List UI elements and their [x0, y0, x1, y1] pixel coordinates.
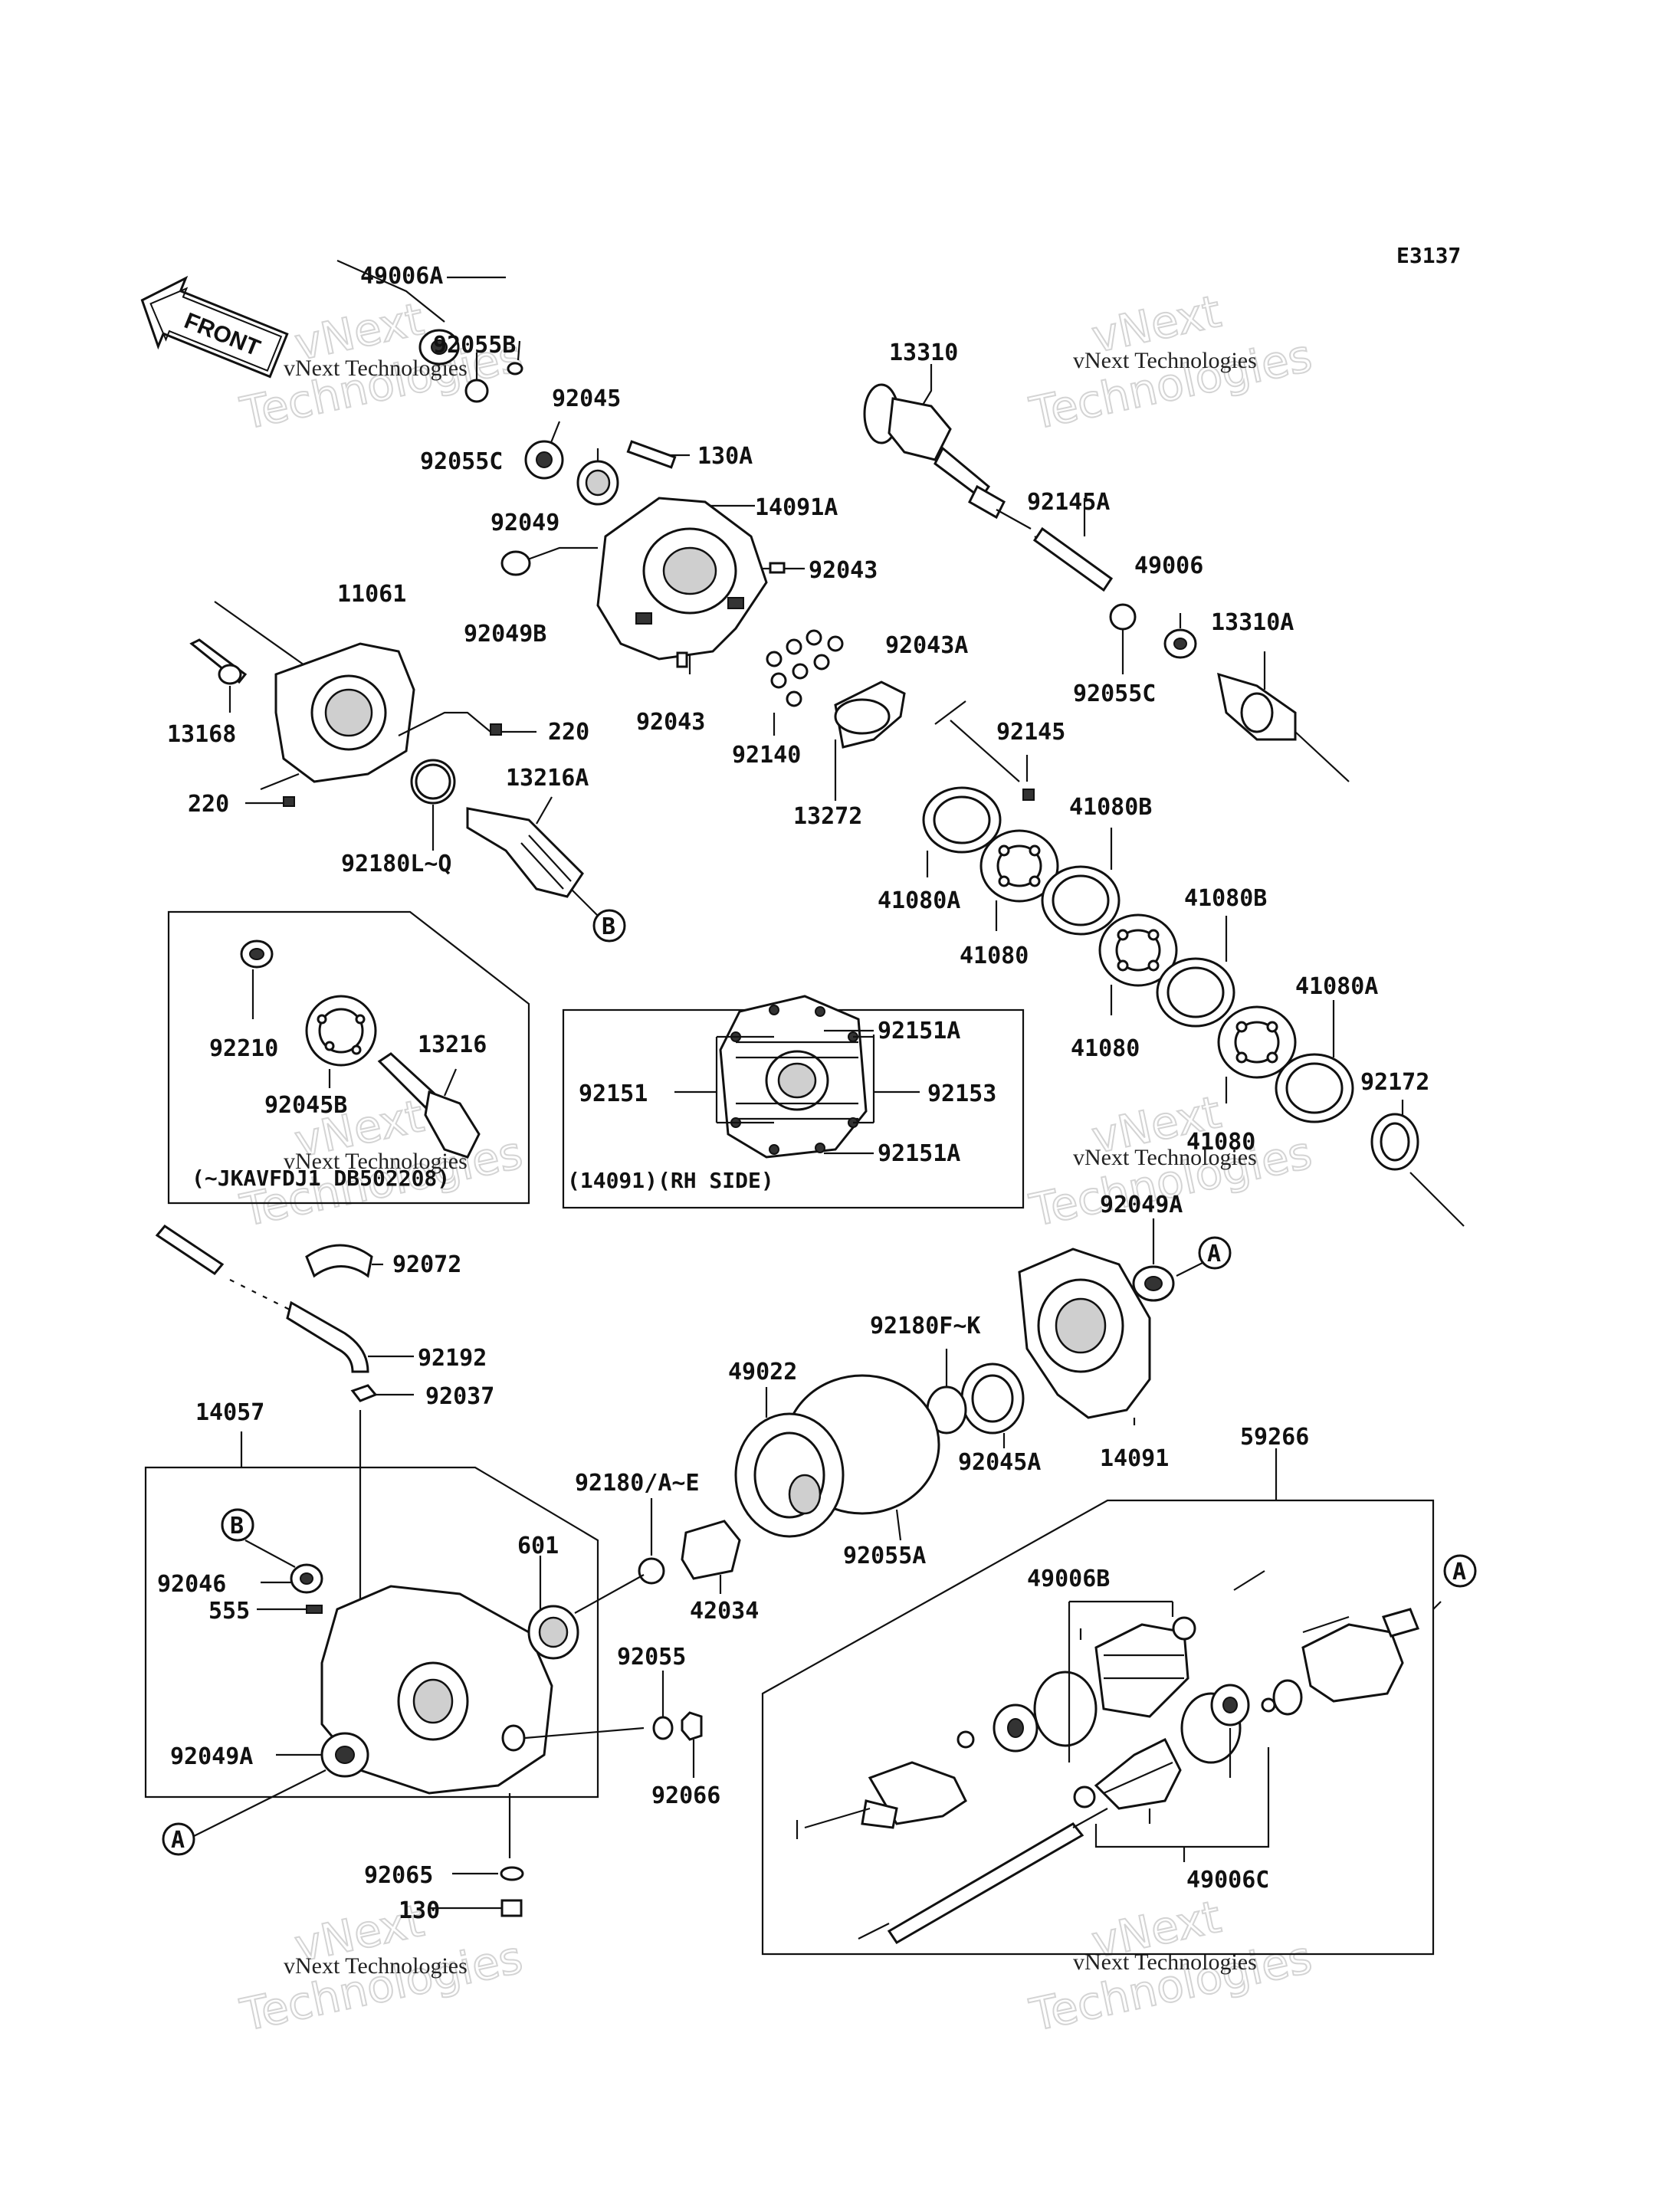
label-555: 555 — [208, 1598, 250, 1625]
label-14091A: 14091A — [755, 494, 838, 521]
label-92151A-top: 92151A — [878, 1018, 960, 1044]
label-130: 130 — [399, 1897, 440, 1924]
label-13310A: 13310A — [1211, 609, 1294, 636]
label-41080A-1: 41080A — [878, 887, 960, 914]
callout-a-right: A — [1198, 1236, 1232, 1270]
svg-text:A: A — [171, 1827, 185, 1854]
label-92055C-top: 92055C — [420, 448, 503, 475]
label-130A: 130A — [697, 443, 753, 470]
middle-group — [155, 1218, 1208, 1609]
label-92151: 92151 — [579, 1080, 648, 1107]
label-92049A-bottom: 92049A — [170, 1743, 253, 1770]
front-arrow-icon: FRONT — [140, 275, 289, 379]
part-labels: 49006A 92055B 92055C 92045 130A 92049 14… — [157, 263, 1429, 1924]
label-92180AE: 92180/A~E — [575, 1470, 700, 1497]
label-92153: 92153 — [927, 1080, 996, 1107]
label-49006A: 49006A — [360, 263, 443, 290]
label-92145: 92145 — [996, 719, 1065, 746]
callout-a-axle: A — [1443, 1554, 1477, 1588]
label-41080-1: 41080 — [960, 943, 1029, 969]
axle-shaft-assembly — [761, 1448, 1442, 1956]
label-92145A: 92145A — [1027, 489, 1110, 516]
label-92210: 92210 — [209, 1035, 278, 1062]
label-92055: 92055 — [617, 1644, 686, 1671]
label-92065: 92065 — [364, 1862, 433, 1889]
inset-early-model — [167, 910, 530, 1205]
label-601: 601 — [517, 1533, 559, 1559]
watermark-company-5: vNext Technologies — [284, 1953, 468, 1979]
label-92049: 92049 — [491, 510, 559, 536]
ball-set — [766, 629, 844, 707]
callout-markers: B A B A A — [162, 909, 1477, 1856]
label-92066: 92066 — [651, 1782, 720, 1809]
upper-housing-group — [189, 259, 805, 917]
label-220-left: 220 — [188, 791, 229, 818]
label-92072: 92072 — [392, 1251, 461, 1278]
label-59266: 59266 — [1240, 1424, 1309, 1451]
label-92045B: 92045B — [264, 1092, 347, 1119]
label-92180LQ: 92180L~Q — [341, 851, 452, 877]
label-92180FK: 92180F~K — [870, 1313, 981, 1340]
label-92046: 92046 — [157, 1571, 226, 1598]
label-49022: 49022 — [728, 1359, 797, 1385]
label-92055A: 92055A — [843, 1543, 926, 1569]
callout-b-top: B — [592, 909, 626, 943]
label-92045: 92045 — [552, 385, 621, 412]
watermark-company-4: vNext Technologies — [1073, 1145, 1257, 1170]
diagram-code: E3137 — [1396, 243, 1461, 268]
label-92055C-right: 92055C — [1073, 680, 1156, 707]
label-92043A: 92043A — [885, 632, 968, 659]
label-92049B: 92049B — [464, 621, 546, 648]
label-49006: 49006 — [1134, 553, 1203, 579]
label-41080A-2: 41080A — [1295, 973, 1378, 1000]
watermark-company-2: vNext Technologies — [1073, 348, 1257, 373]
callout-a-bottom: A — [162, 1822, 195, 1856]
svg-text:A: A — [1452, 1559, 1466, 1585]
label-13272: 13272 — [793, 803, 862, 830]
label-49006B: 49006B — [1027, 1566, 1110, 1592]
inset-left-note: (~JKAVFDJ1 DB502208) — [192, 1166, 450, 1191]
label-14057: 14057 — [195, 1399, 264, 1426]
label-220-right: 220 — [548, 719, 589, 746]
label-13216A: 13216A — [506, 765, 589, 792]
label-13216: 13216 — [418, 1031, 487, 1058]
svg-text:A: A — [1207, 1241, 1221, 1267]
watermark-company-3: vNext Technologies — [284, 1149, 468, 1174]
label-92151A-bottom: 92151A — [878, 1140, 960, 1167]
label-49006C: 49006C — [1186, 1867, 1269, 1894]
label-92172: 92172 — [1360, 1069, 1429, 1096]
label-42034: 42034 — [690, 1598, 759, 1625]
label-92043-top: 92043 — [809, 557, 878, 584]
label-92049A-top: 92049A — [1100, 1192, 1183, 1218]
callout-b-left: B — [221, 1508, 254, 1542]
svg-text:B: B — [602, 913, 615, 940]
label-14091: 14091 — [1100, 1445, 1169, 1472]
clutch-pack-group — [766, 629, 1465, 1227]
label-92140: 92140 — [732, 742, 801, 769]
label-92037: 92037 — [425, 1383, 494, 1410]
label-11061: 11061 — [337, 581, 406, 608]
label-92192: 92192 — [418, 1345, 487, 1372]
svg-text:B: B — [230, 1513, 244, 1540]
label-41080-2: 41080 — [1071, 1035, 1140, 1062]
drive-shaft-group — [863, 364, 1350, 782]
label-92043-bottom: 92043 — [636, 709, 705, 736]
label-13168: 13168 — [167, 721, 236, 748]
label-41080-3: 41080 — [1186, 1129, 1255, 1156]
label-92055B: 92055B — [433, 332, 516, 359]
inset-rh-side — [562, 995, 1025, 1209]
label-92045A: 92045A — [958, 1449, 1041, 1476]
label-13310: 13310 — [889, 339, 958, 366]
label-41080B-2: 41080B — [1184, 885, 1267, 912]
front-gear-housing — [144, 1431, 703, 1917]
label-41080B-1: 41080B — [1069, 794, 1152, 821]
inset-rh-note: (14091)(RH SIDE) — [567, 1168, 774, 1193]
